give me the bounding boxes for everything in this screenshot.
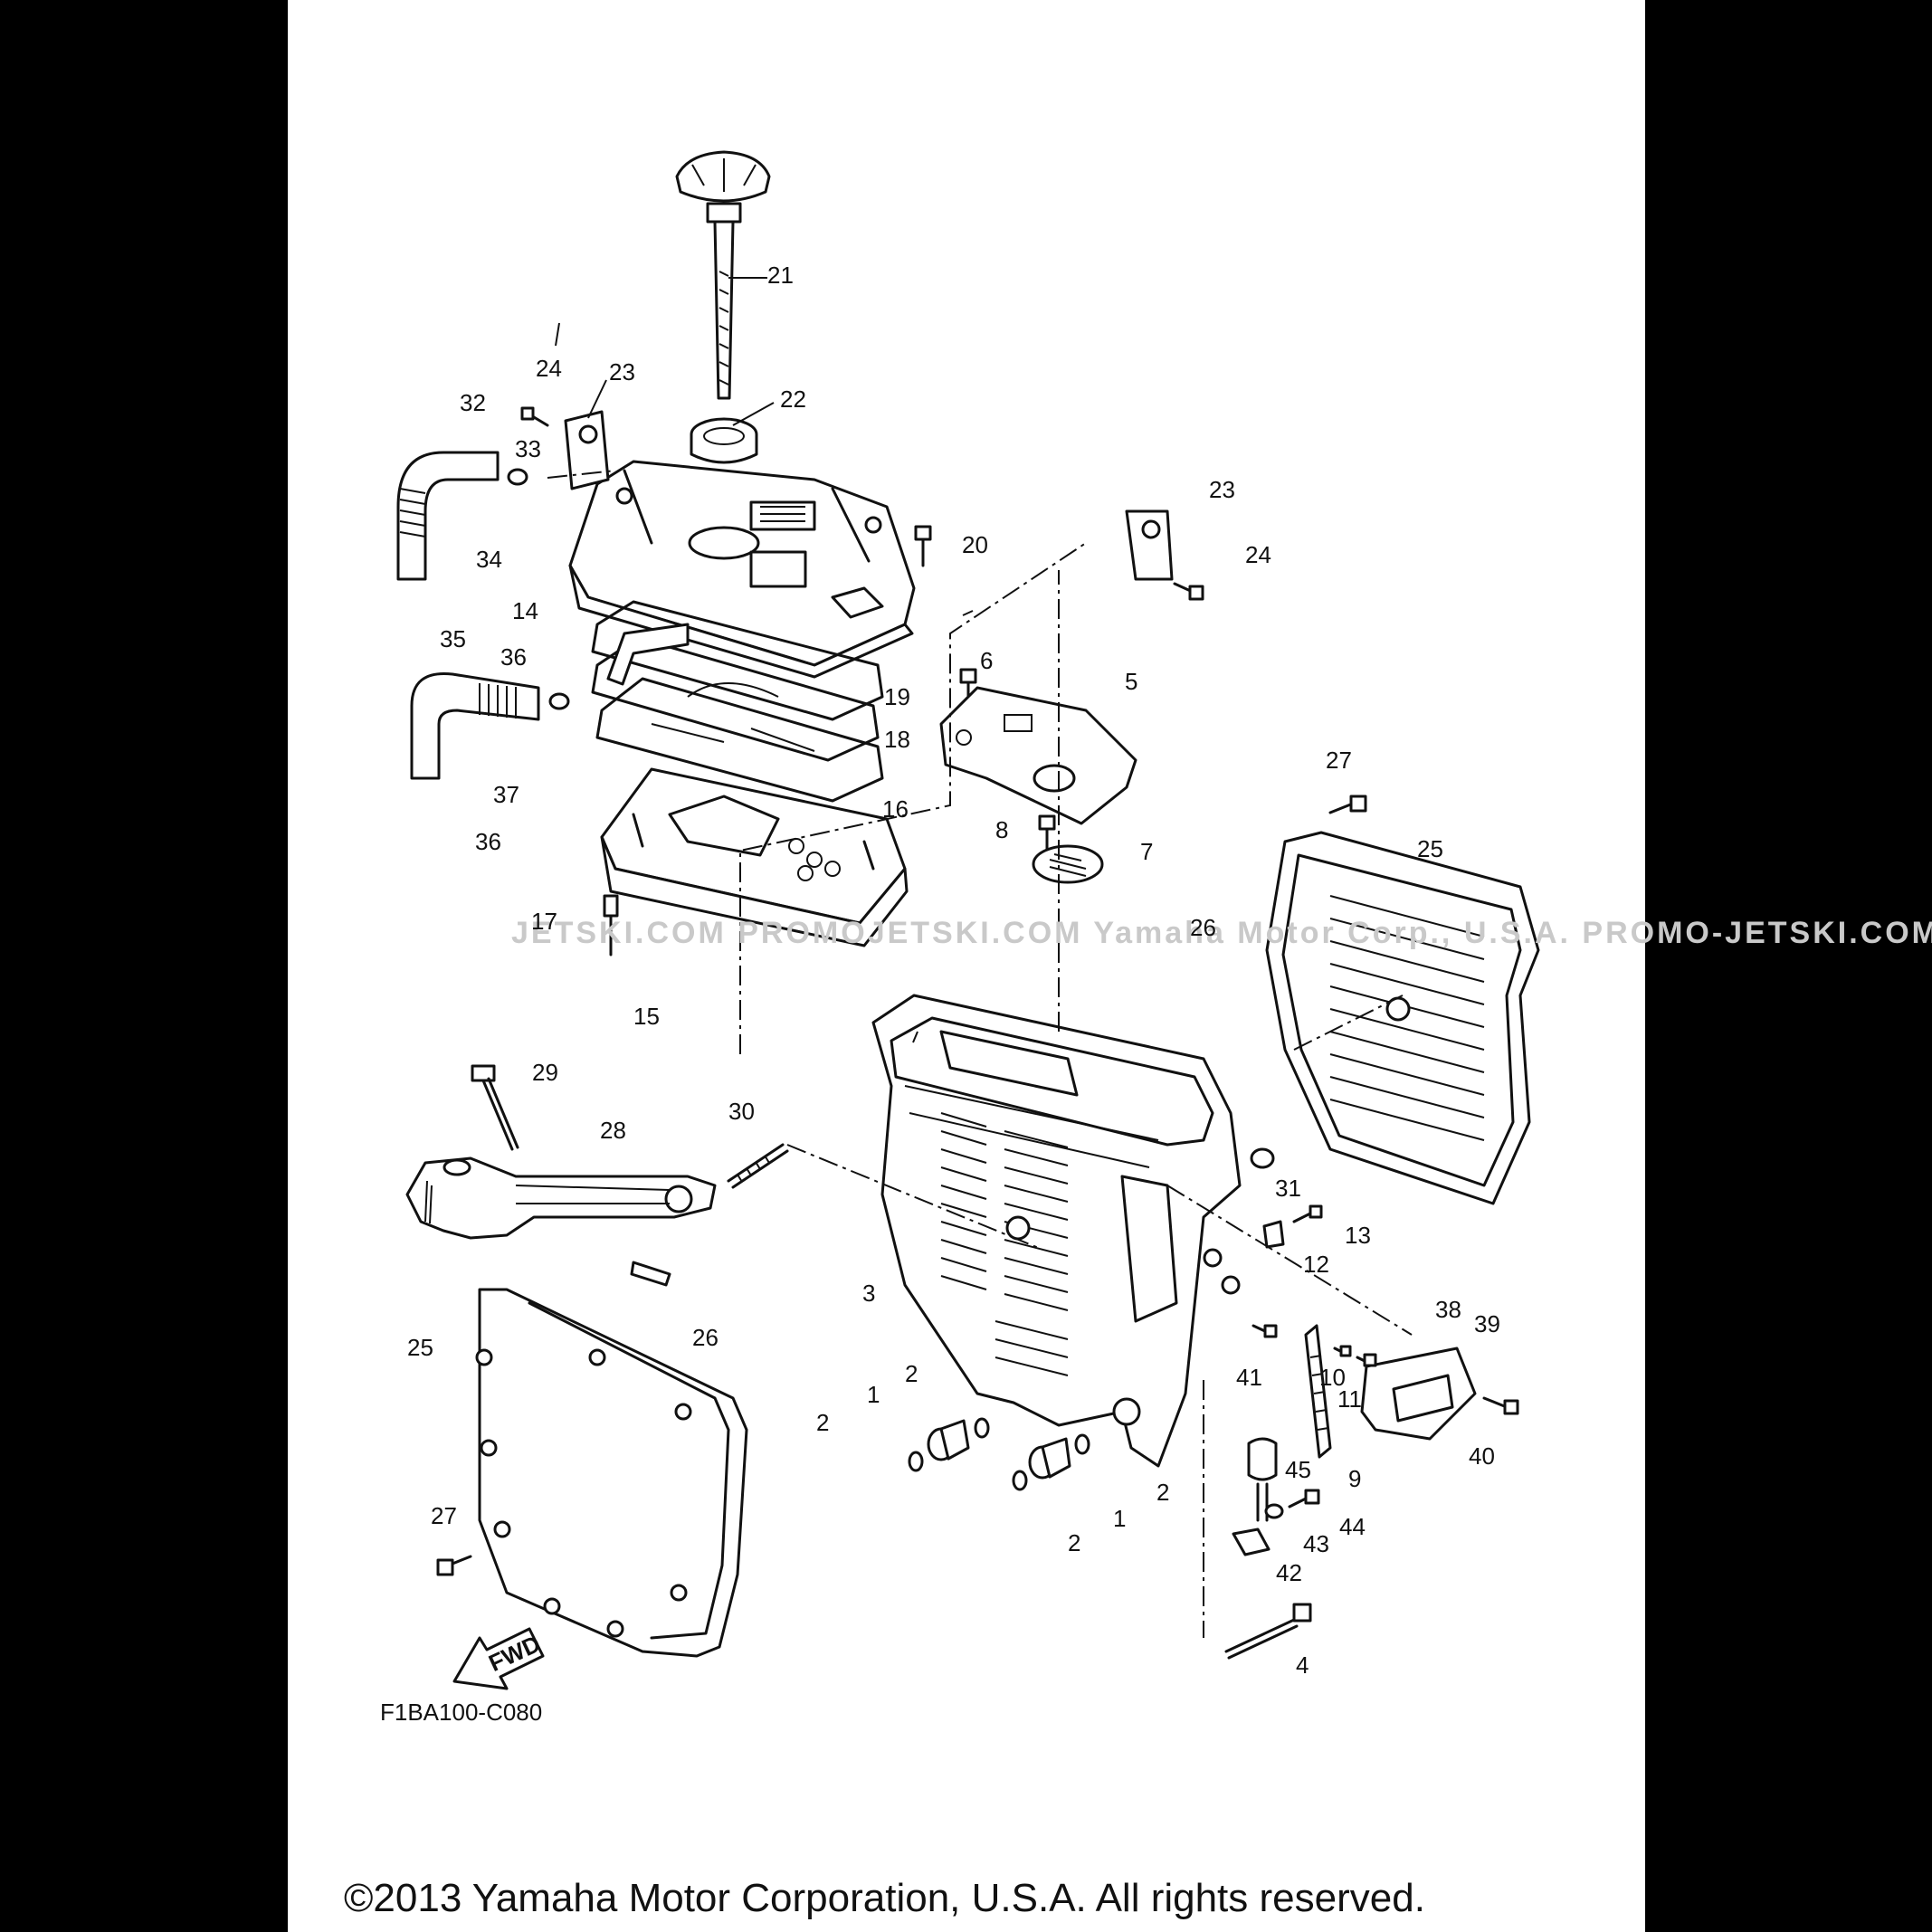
callout-29: 29 — [532, 1059, 558, 1086]
callout-21: 21 — [767, 262, 794, 289]
callout-32: 32 — [460, 389, 486, 416]
callout-45: 45 — [1285, 1456, 1311, 1483]
callout-8: 8 — [995, 816, 1008, 843]
breather-hose-upper — [396, 451, 528, 581]
bolt-44 — [1288, 1489, 1320, 1508]
stay-plate-left — [564, 410, 610, 490]
bolt-17 — [603, 894, 619, 956]
callout-1-b: 1 — [1113, 1505, 1126, 1532]
callout-18: 18 — [884, 726, 910, 753]
stay-plate-right — [1125, 509, 1174, 581]
callout-1-a: 1 — [867, 1381, 880, 1408]
fitting-45 — [1247, 1437, 1278, 1522]
callout-36-upper: 36 — [500, 643, 527, 671]
figure-code: F1BA100-C080 — [380, 1699, 542, 1726]
bolt-13 — [1292, 1204, 1323, 1223]
oil-tank-base — [600, 767, 909, 947]
callout-30: 30 — [728, 1098, 755, 1125]
callout-6: 6 — [980, 647, 993, 674]
callout-15: 15 — [633, 1003, 660, 1030]
breather-hose-lower — [410, 623, 690, 780]
callout-12: 12 — [1303, 1251, 1329, 1278]
callout-labels: 21 22 24 23 32 33 34 20 23 24 14 35 36 6… — [407, 262, 1500, 1679]
callout-35: 35 — [440, 625, 466, 652]
callout-11: 11 — [1337, 1385, 1362, 1413]
callout-26-lower: 26 — [692, 1324, 719, 1351]
callout-3: 3 — [862, 1280, 875, 1307]
callout-20: 20 — [962, 531, 988, 558]
cover-plate — [939, 686, 1137, 825]
callout-10: 10 — [1319, 1364, 1346, 1391]
leader-lines — [555, 277, 974, 1043]
callout-37: 37 — [493, 781, 519, 808]
engine-mount-bracket — [405, 1156, 717, 1240]
callout-38: 38 — [1435, 1296, 1461, 1323]
callout-2-b: 2 — [816, 1409, 829, 1436]
callout-31: 31 — [1275, 1175, 1301, 1202]
callout-41: 41 — [1236, 1364, 1262, 1391]
bolt-40 — [1482, 1396, 1519, 1415]
breather-filter — [1032, 844, 1104, 884]
callout-43: 43 — [1303, 1530, 1329, 1557]
callout-25-lower: 25 — [407, 1334, 433, 1361]
callout-36-lower: 36 — [475, 828, 501, 855]
water-jacket-cover-left — [475, 1261, 748, 1658]
oil-seal — [690, 417, 758, 464]
plug-31 — [1250, 1147, 1275, 1169]
cylinder-block — [871, 994, 1242, 1468]
oil-filler-cap-dipstick — [675, 150, 771, 400]
callout-5: 5 — [1125, 668, 1137, 695]
bracket-12 — [1262, 1220, 1285, 1249]
clamp-42 — [1232, 1528, 1271, 1556]
callout-42: 42 — [1276, 1559, 1302, 1586]
callout-24-upper: 24 — [536, 355, 562, 382]
joints-and-o-rings — [908, 1417, 1090, 1491]
callout-25-upper: 25 — [1417, 835, 1443, 862]
callout-40: 40 — [1469, 1442, 1495, 1470]
small-bolts — [520, 406, 1204, 852]
callout-4: 4 — [1296, 1651, 1309, 1679]
callout-27-upper: 27 — [1326, 747, 1352, 774]
bolt-27 — [436, 795, 1367, 1576]
callout-7: 7 — [1140, 838, 1153, 865]
callout-26-upper: 26 — [1190, 914, 1216, 941]
callout-33: 33 — [515, 435, 541, 462]
callout-2-c: 2 — [1156, 1479, 1169, 1506]
watermark-text: JETSKI.COM PROMOJETSKI.COM Yamaha Motor … — [511, 916, 1932, 950]
bolt-29 — [471, 1064, 519, 1151]
callout-28: 28 — [600, 1117, 626, 1144]
callout-23-right: 23 — [1209, 476, 1235, 503]
thermostat-cover — [1360, 1347, 1477, 1441]
callout-39: 39 — [1474, 1310, 1500, 1337]
callout-22: 22 — [780, 385, 806, 413]
long-bolt-4 — [1224, 1603, 1312, 1660]
sensor-9 — [1304, 1324, 1332, 1459]
water-jacket-cover-right — [1265, 831, 1540, 1205]
copyright-notice: ©2013 Yamaha Motor Corporation, U.S.A. A… — [344, 1876, 1425, 1920]
assembly-lines — [547, 470, 1413, 1638]
washer-43 — [1264, 1503, 1284, 1519]
callout-13: 13 — [1345, 1222, 1371, 1249]
callout-9: 9 — [1348, 1465, 1361, 1492]
cylinder-head-cover — [568, 460, 916, 679]
small-bolts-lower — [1252, 1324, 1377, 1367]
callout-24-right: 24 — [1245, 541, 1271, 568]
callout-2-d: 2 — [1068, 1529, 1080, 1556]
stud-bolt-30 — [727, 1143, 789, 1189]
callout-27-lower: 27 — [431, 1502, 457, 1529]
callout-19: 19 — [884, 683, 910, 710]
callout-17: 17 — [531, 908, 557, 935]
callout-34: 34 — [476, 546, 502, 573]
fwd-arrow: FWD — [452, 1627, 545, 1690]
callout-16: 16 — [882, 795, 909, 823]
callout-23-upper: 23 — [609, 358, 635, 385]
callout-2-a: 2 — [905, 1360, 918, 1387]
callout-14: 14 — [512, 597, 538, 624]
callout-44: 44 — [1339, 1513, 1366, 1540]
